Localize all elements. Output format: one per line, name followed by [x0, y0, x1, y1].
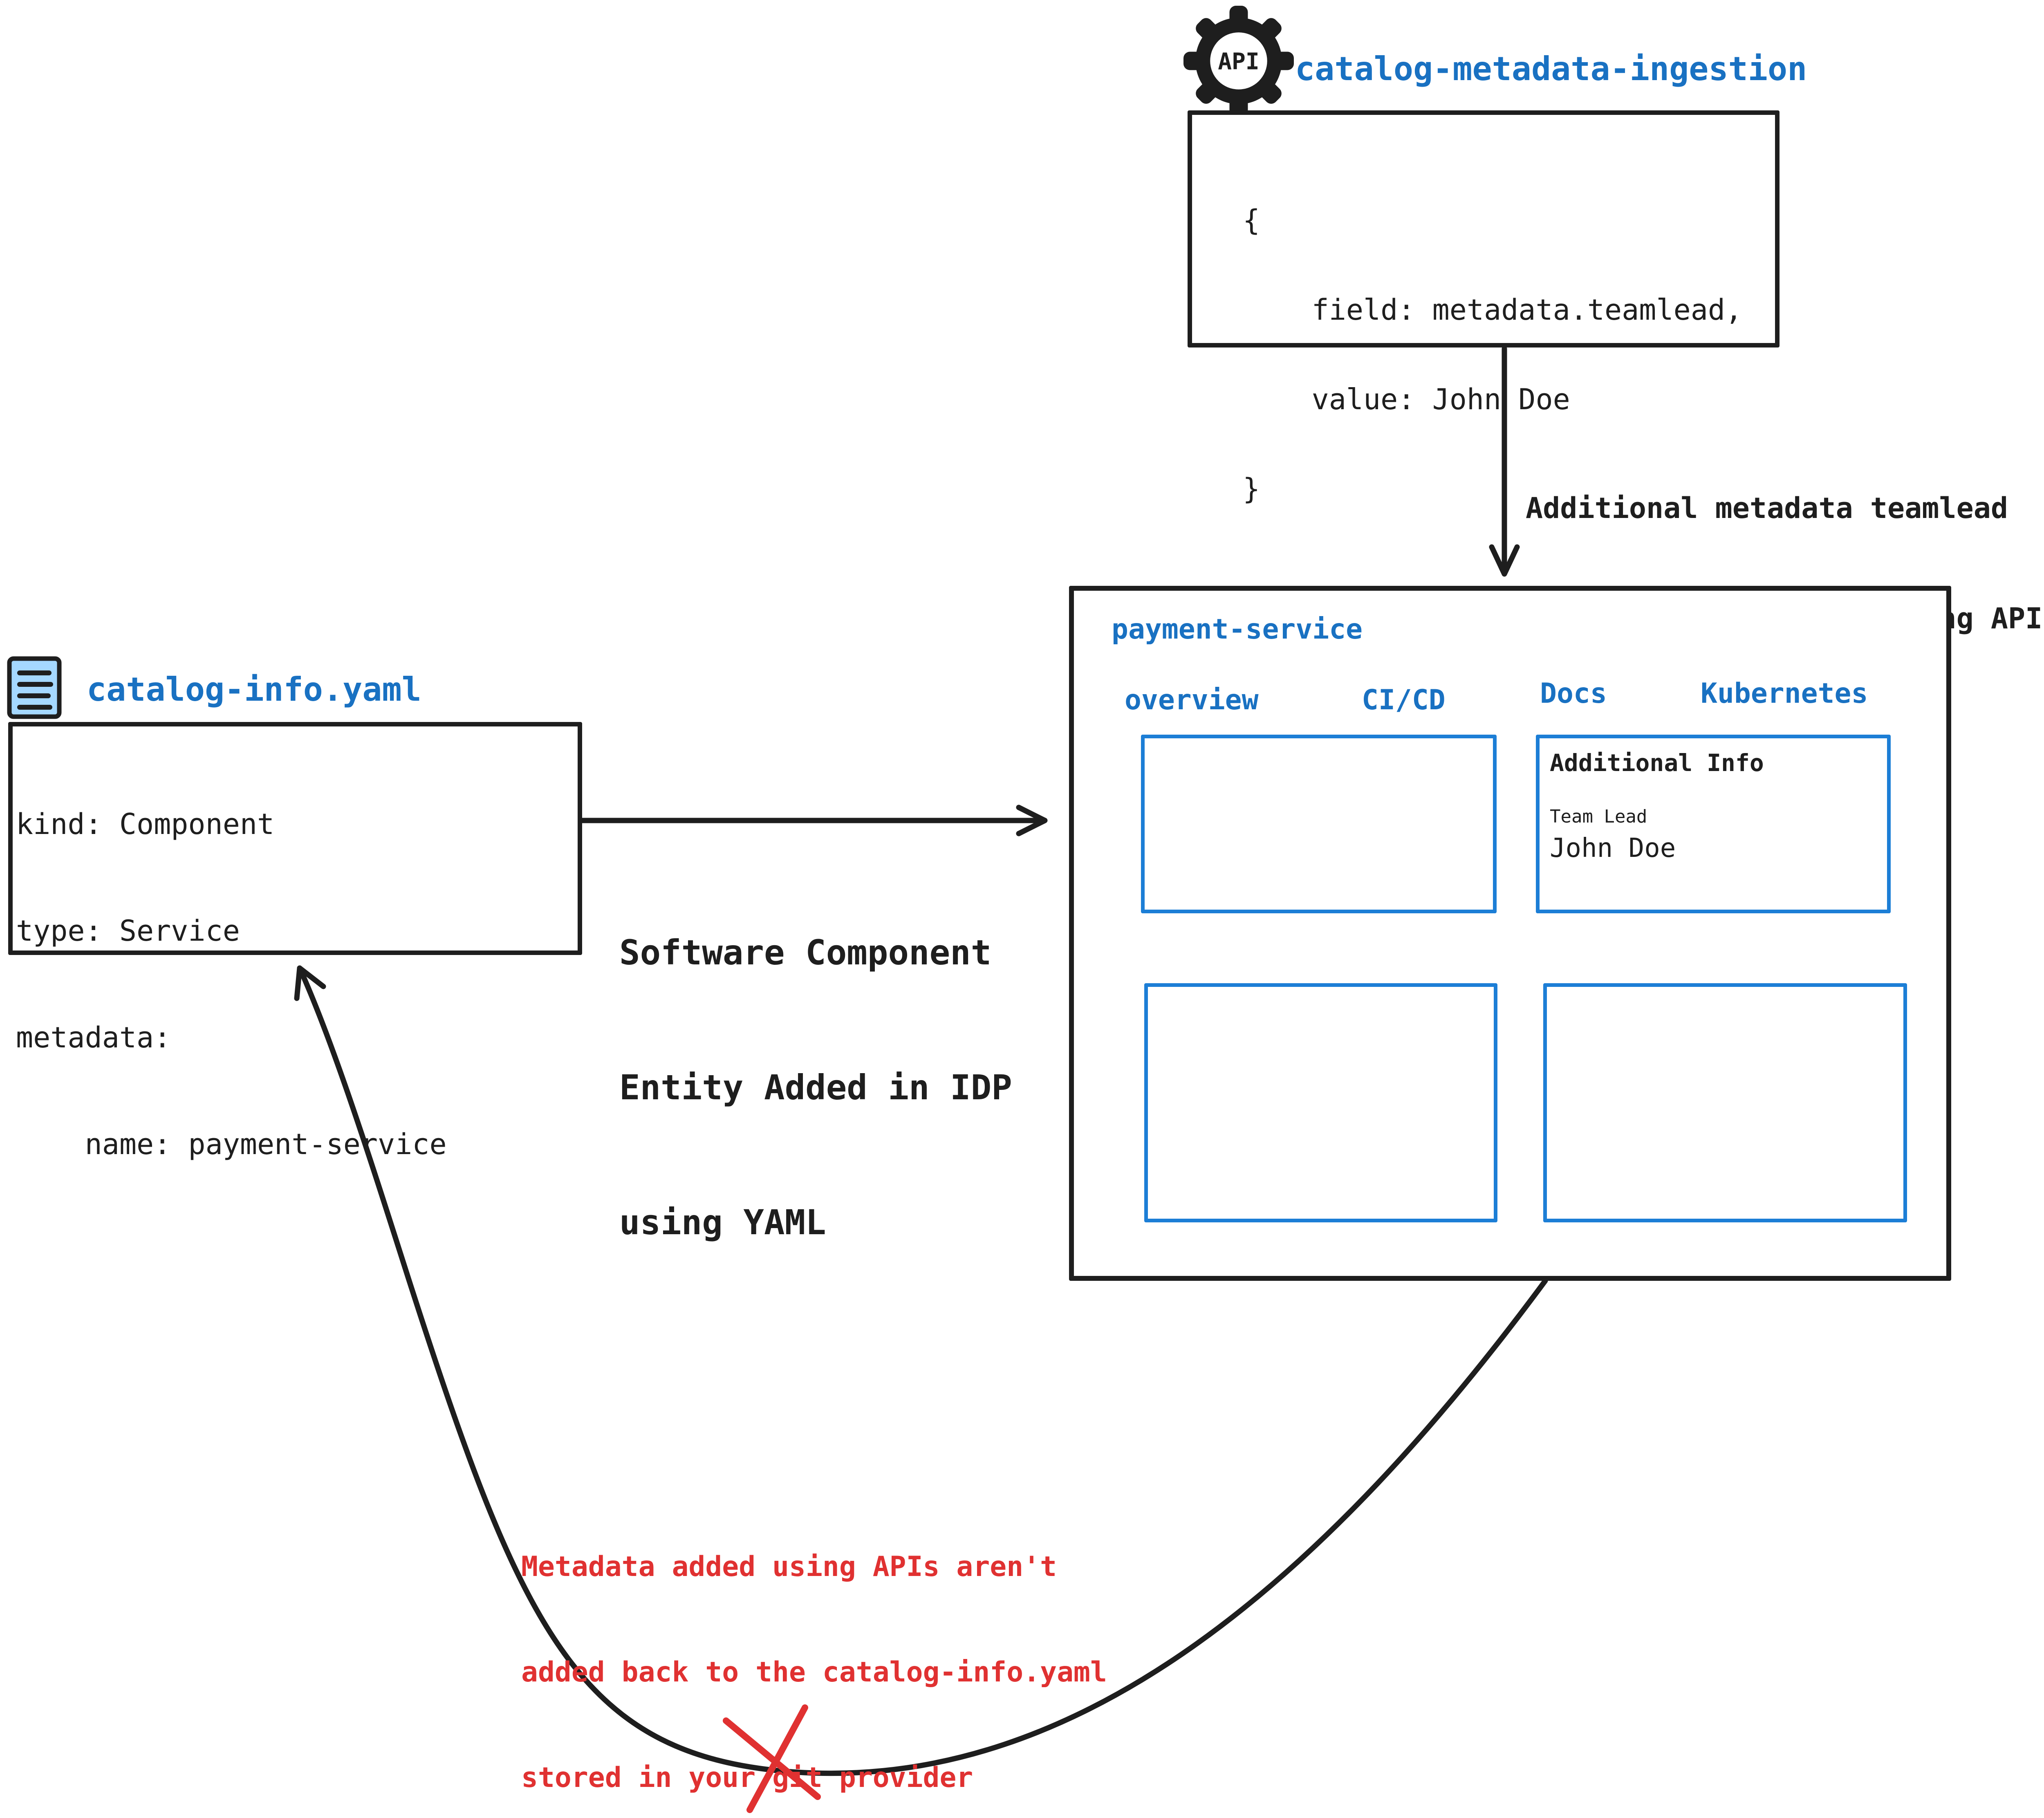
- api-icon-label: API: [1218, 48, 1260, 75]
- idp-window: payment-service overview CI/CD Docs Kube…: [1069, 586, 1951, 1281]
- tab-kubernetes[interactable]: Kubernetes: [1701, 677, 1868, 710]
- idp-window-title: payment-service: [1112, 613, 1363, 646]
- empty-card-bottom-left: [1144, 983, 1497, 1222]
- yaml-arrow-label: Software Component Entity Added in IDP u…: [619, 840, 1012, 1335]
- yaml-file-title: catalog-info.yaml: [87, 670, 421, 708]
- api-payload-code: { field: metadata.teamlead, value: John …: [1243, 146, 1742, 564]
- blocked-cross-icon: [723, 1704, 821, 1813]
- feedback-note-line3: stored in your git provider: [521, 1762, 973, 1794]
- feedback-warning-note: Metadata added using APIs aren't added b…: [521, 1479, 1107, 1818]
- additional-info-title: Additional Info: [1550, 749, 1764, 777]
- api-payload-box: { field: metadata.teamlead, value: John …: [1188, 110, 1780, 504]
- yaml-arrow-label-line3: using YAML: [619, 1202, 826, 1242]
- code-line: metadata:: [16, 1021, 171, 1054]
- tab-overview[interactable]: overview: [1125, 684, 1259, 716]
- additional-info-card: Additional Info Team Lead John Doe: [1536, 735, 1891, 913]
- yaml-file-box: kind: Component type: Service metadata: …: [8, 722, 582, 1161]
- code-line: value: John Doe: [1243, 383, 1570, 416]
- yaml-arrow-label-line1: Software Component: [619, 933, 992, 973]
- team-lead-label: Team Lead: [1550, 806, 1647, 827]
- tab-docs[interactable]: Docs: [1540, 677, 1607, 710]
- team-lead-value: John Doe: [1550, 833, 1676, 863]
- yaml-arrow-label-line2: Entity Added in IDP: [619, 1067, 1012, 1107]
- api-to-idp-arrow: [1489, 346, 1520, 577]
- yaml-to-idp-arrow: [579, 805, 1048, 836]
- code-line: field: metadata.teamlead,: [1243, 293, 1743, 327]
- api-service-title: catalog-metadata-ingestion: [1295, 50, 1807, 88]
- yaml-file-icon: [7, 656, 62, 719]
- api-arrow-label-line1: Additional metadata teamlead: [1526, 491, 2008, 525]
- code-line: kind: Component: [16, 807, 275, 841]
- gear-api-icon: API: [1183, 6, 1294, 116]
- empty-card-bottom-right: [1543, 983, 1907, 1222]
- tab-cicd[interactable]: CI/CD: [1362, 684, 1446, 716]
- overview-card: [1141, 735, 1497, 913]
- code-line: type: Service: [16, 914, 240, 948]
- code-line: name: payment-service: [16, 1128, 447, 1161]
- code-line: }: [1243, 472, 1260, 506]
- yaml-code: kind: Component type: Service metadata: …: [16, 735, 447, 1233]
- feedback-note-line2: added back to the catalog-info.yaml: [521, 1656, 1107, 1688]
- feedback-note-line1: Metadata added using APIs aren't: [521, 1551, 1057, 1583]
- idp-to-yaml-curve-arrow: [294, 965, 1548, 1776]
- code-line: {: [1243, 204, 1260, 237]
